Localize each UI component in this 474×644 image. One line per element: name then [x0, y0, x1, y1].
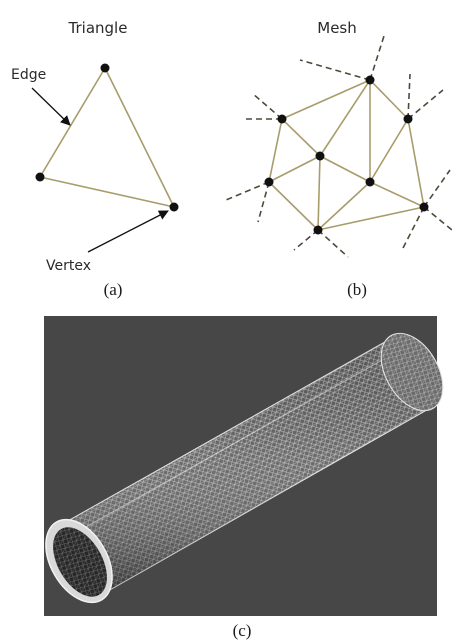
triangle-title: Triangle: [68, 19, 128, 37]
triangle-edge: [39, 67, 106, 178]
tube-highlight: [69, 349, 401, 537]
vertex-arrow: [87, 210, 169, 253]
mesh-edges: [268, 79, 425, 231]
tube-mesh: [45, 332, 444, 604]
panel-b-mesh: Mesh: [225, 19, 453, 299]
triangle-edge: [104, 67, 175, 208]
triangle-vertex: [100, 63, 110, 73]
vertex-label: Vertex: [46, 258, 91, 274]
mesh-title: Mesh: [317, 19, 357, 37]
edge-arrow: [31, 87, 71, 126]
tube-shading: [56, 338, 435, 596]
caption-b: (b): [347, 280, 367, 299]
triangle-edge: [39, 176, 175, 208]
panel-c-tube-render: (c): [44, 316, 444, 640]
mesh-vertices: [264, 75, 429, 235]
panel-a-triangle: Triangle Edge Vertex (a): [11, 19, 179, 299]
caption-c: (c): [233, 621, 252, 640]
triangle-edges: [39, 67, 175, 208]
triangle-vertex: [35, 172, 45, 182]
edge-label: Edge: [11, 67, 46, 83]
triangle-vertex: [169, 202, 179, 212]
mesh-boundary-edges: [225, 35, 453, 258]
caption-a: (a): [104, 280, 123, 299]
